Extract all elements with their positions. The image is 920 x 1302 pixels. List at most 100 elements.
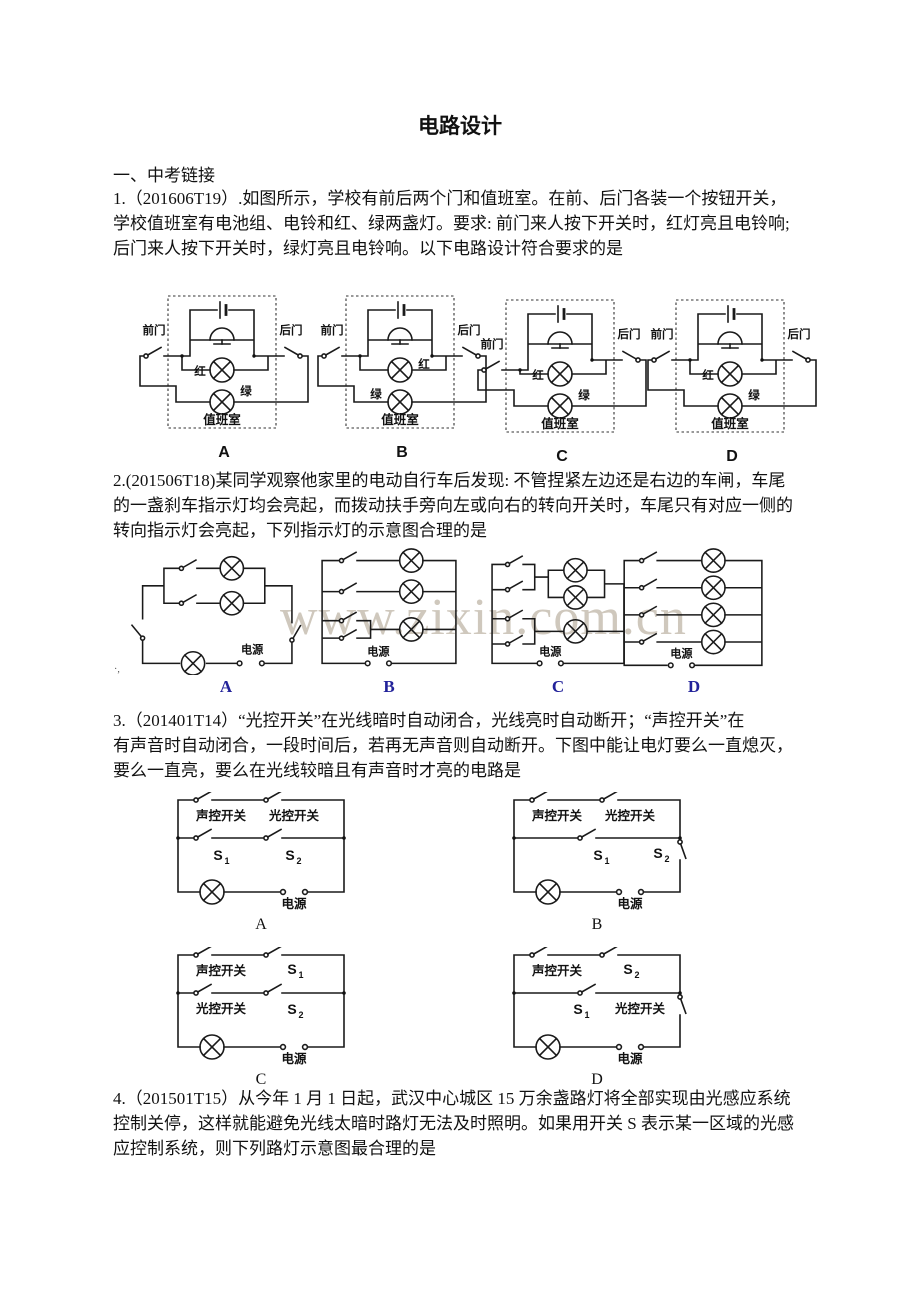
circuit-q3-c: 声控开关 S 1 光控开关 S 2 电源 C <box>166 947 356 1089</box>
terminal-icon <box>279 1043 287 1051</box>
label-duty-room: 值班室 <box>381 412 419 427</box>
lamp-icon <box>199 1034 225 1060</box>
lamp-icon <box>199 879 225 905</box>
terminal-icon <box>279 888 287 896</box>
bell-icon <box>547 331 573 349</box>
label-back-door: 后门 <box>458 323 481 337</box>
lamp-icon <box>219 590 245 616</box>
switch-icon <box>178 559 197 572</box>
label-s1-sub: 1 <box>604 856 609 866</box>
wires <box>139 309 309 403</box>
light-switch-icon <box>674 993 690 1015</box>
terminal-icon <box>615 1043 623 1051</box>
switch-icon <box>504 634 523 647</box>
text-line: 的一盏刹车指示灯均会亮起，而拨动扶手旁向左或向右的转向开关时，车尾只有对应一侧的 <box>113 496 793 515</box>
lamp-icon <box>535 879 561 905</box>
terminal-icon <box>236 660 243 667</box>
circuit-diagram: 电源 <box>623 548 763 669</box>
lamp-icon <box>563 585 588 610</box>
back-door-switch-icon <box>284 346 303 359</box>
question-4-text: 4.（201501T15）从今年 1 月 1 日起，武汉中心城区 15 万余盏路… <box>113 1086 823 1161</box>
label-s2: S <box>287 1001 296 1017</box>
green-lamp-icon <box>547 393 573 419</box>
circuit-q2-d: 电源 D <box>610 547 778 697</box>
duty-room-box <box>345 295 455 429</box>
label-s1-sub: 1 <box>298 970 303 980</box>
terminal-icon <box>667 662 674 669</box>
circuit-q2-b: 电源 B <box>308 547 470 697</box>
back-door-switch-icon <box>792 350 811 363</box>
circuit-diagram: 前门 后门 红 绿 值班室 <box>139 295 309 429</box>
label-front-door: 前门 <box>321 323 344 337</box>
option-label-b: B <box>383 677 395 696</box>
text-line: 学校值班室有电池组、电铃和红、绿两盏灯。要求: 前门来人按下开关时，红灯亮且电铃… <box>113 214 790 233</box>
label-s2: S <box>653 845 662 861</box>
terminal-icon <box>557 660 565 667</box>
text-line: 控制关停，这样就能避免光线太暗时路灯无法及时照明。如果用开关 S 表示某一区域的… <box>113 1114 794 1133</box>
wires <box>177 954 345 1048</box>
label-power: 电源 <box>670 647 693 661</box>
option-label-a: A <box>255 916 267 933</box>
wires <box>477 313 647 407</box>
text-line: 转向指示灯会亮起，下列指示灯的示意图合理的是 <box>113 521 487 540</box>
bell-icon <box>717 331 743 349</box>
option-label-c: C <box>255 1071 267 1088</box>
wires <box>513 954 681 1048</box>
question-1-text: 1.（201606T19）.如图所示，学校有前后两个门和值班室。在前、后门各装一… <box>113 186 823 261</box>
label-front-door: 前门 <box>143 323 166 337</box>
label-duty-room: 值班室 <box>711 416 749 431</box>
option-label-c: C <box>551 677 565 696</box>
lamp-icon <box>700 575 726 601</box>
label-green: 绿 <box>748 388 760 402</box>
battery-icon <box>726 304 736 324</box>
label-power: 电源 <box>281 1051 307 1066</box>
light-switch-icon <box>193 983 212 996</box>
battery-icon <box>396 300 406 320</box>
label-back-door: 后门 <box>788 327 811 341</box>
wires <box>647 313 817 407</box>
s1-switch-icon <box>193 828 212 841</box>
switch-icon <box>285 624 307 644</box>
duty-room-box <box>505 299 615 433</box>
switch-icon <box>338 582 357 595</box>
label-sound-switch: 声控开关 <box>195 808 247 823</box>
circuit-q2-a: 电源 A <box>126 547 326 697</box>
terminal-icon <box>301 888 309 896</box>
circuit-q1-d: 前门 后门 红 绿 值班室 D <box>646 286 818 466</box>
label-front-door: 前门 <box>651 327 674 341</box>
lamp-icon <box>219 555 245 581</box>
front-door-switch-icon <box>143 346 162 359</box>
text-line: 2.(201506T18)某同学观察他家里的电动自行车后发现: 不管捏紧左边还是… <box>113 471 786 490</box>
label-light-switch: 光控开关 <box>614 1001 666 1016</box>
terminal-icon <box>258 660 265 667</box>
duty-room-box <box>675 299 785 433</box>
page-title: 电路设计 <box>418 115 502 138</box>
label-power: 电源 <box>617 896 643 911</box>
label-s1: S <box>573 1001 582 1017</box>
s1-switch-icon <box>263 947 282 958</box>
switch-icon <box>638 605 657 618</box>
switch-icon <box>178 594 197 607</box>
label-s2-sub: 2 <box>298 1010 303 1020</box>
text-line: 有声音时自动闭合，一段时间后，若再无声音则自动断开。下图中能让电灯要么一直熄灭， <box>113 736 793 755</box>
wires <box>623 559 763 667</box>
wires <box>513 799 681 893</box>
duty-room-box <box>167 295 277 429</box>
section-heading: 一、中考链接 <box>113 166 215 185</box>
battery-icon <box>218 300 228 320</box>
label-power: 电源 <box>281 896 307 911</box>
label-back-door: 后门 <box>280 323 303 337</box>
label-green: 绿 <box>370 387 382 401</box>
text-line: 应控制系统，则下列路灯示意图最合理的是 <box>113 1139 436 1158</box>
lamp-icon <box>398 617 424 642</box>
sound-switch-icon <box>529 792 548 803</box>
circuit-q3-b: 声控开关 光控开关 S 1 S 2 电源 B <box>502 792 692 934</box>
switch-icon <box>338 629 357 641</box>
label-s1: S <box>213 847 222 863</box>
lamp-icon <box>398 548 424 573</box>
label-light-switch: 光控开关 <box>268 808 320 823</box>
wires <box>141 567 293 665</box>
label-power: 电源 <box>617 1051 643 1066</box>
front-door-switch-icon <box>321 346 340 359</box>
wires <box>321 559 457 665</box>
